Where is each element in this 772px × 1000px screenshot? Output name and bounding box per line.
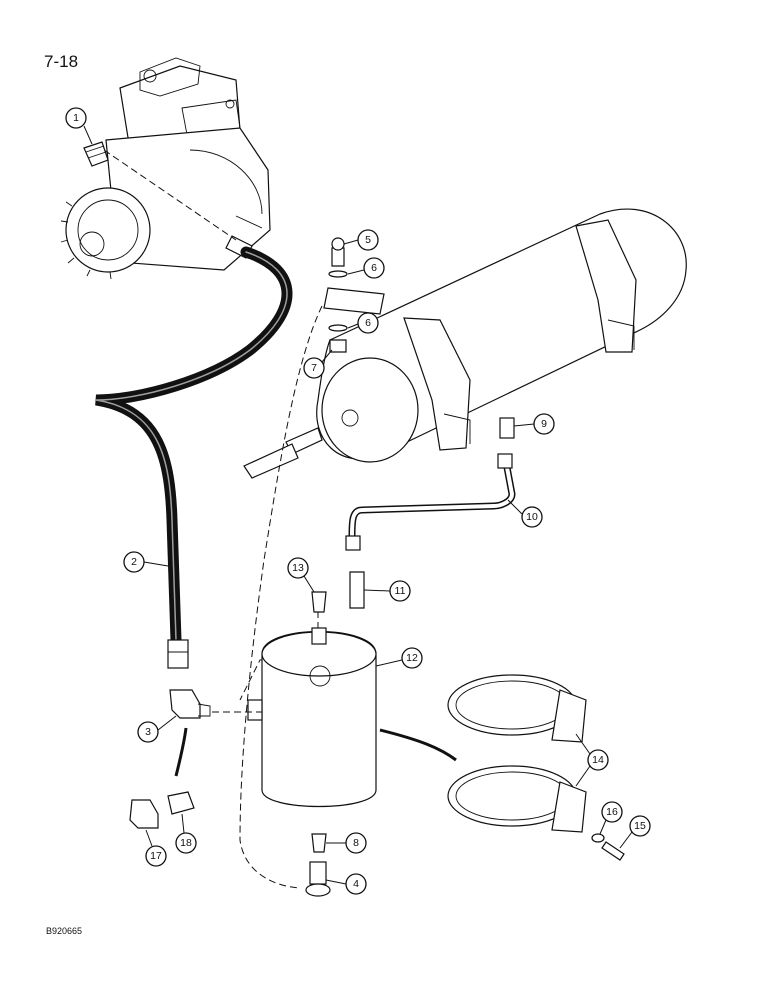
callout-1: 1 — [65, 107, 87, 129]
plug-13 — [311, 591, 327, 613]
callout-17: 17 — [145, 845, 167, 867]
callout-6-upper: 6 — [363, 257, 385, 279]
svg-text:8: 8 — [353, 837, 359, 849]
svg-text:6: 6 — [371, 262, 377, 274]
callout-16: 16 — [601, 801, 623, 823]
drain-valve-8 — [311, 833, 327, 853]
callout-3: 3 — [137, 721, 159, 743]
svg-text:11: 11 — [395, 585, 406, 597]
svg-text:5: 5 — [365, 234, 371, 246]
adapter-18 — [167, 791, 195, 815]
svg-text:14: 14 — [592, 754, 604, 766]
tube-10 — [345, 453, 516, 551]
callout-6-lower: 6 — [357, 312, 379, 334]
callout-7: 7 — [303, 357, 325, 379]
svg-text:13: 13 — [292, 562, 304, 574]
connector-11 — [349, 571, 365, 609]
svg-text:15: 15 — [634, 820, 646, 832]
callout-8: 8 — [345, 832, 367, 854]
svg-text:7: 7 — [311, 362, 317, 374]
svg-text:16: 16 — [606, 806, 618, 818]
small-air-tank — [247, 627, 377, 808]
svg-text:4: 4 — [353, 878, 359, 890]
mounting-bracket-stack — [323, 237, 385, 353]
page-number: 7-18 — [44, 52, 79, 71]
callout-11: 11 — [389, 580, 411, 602]
svg-text:3: 3 — [145, 726, 151, 738]
hose-end-fitting — [167, 639, 189, 669]
svg-text:6: 6 — [365, 317, 371, 329]
svg-text:2: 2 — [131, 556, 137, 568]
elbow-17 — [129, 799, 159, 829]
svg-text:1: 1 — [73, 112, 79, 124]
elbow-fitting-1 — [83, 141, 109, 167]
callout-14: 14 — [587, 749, 609, 771]
washer-16 — [591, 833, 605, 843]
air-reservoir-tank — [243, 208, 687, 479]
svg-text:10: 10 — [526, 511, 538, 523]
bolt-15 — [601, 841, 625, 861]
tank-clamps — [447, 674, 587, 833]
air-compressor — [60, 57, 271, 280]
air-hose — [95, 246, 293, 646]
callout-10: 10 — [521, 506, 543, 528]
callout-12: 12 — [401, 647, 423, 669]
svg-text:12: 12 — [406, 652, 418, 664]
callout-4: 4 — [345, 873, 367, 895]
elbow-3 — [169, 689, 211, 719]
drain-valve-4 — [305, 861, 331, 897]
callout-5: 5 — [357, 229, 379, 251]
svg-text:9: 9 — [541, 418, 547, 430]
figure-code: B920665 — [46, 926, 83, 936]
callout-9: 9 — [533, 413, 555, 435]
callout-2: 2 — [123, 551, 145, 573]
callout-15: 15 — [629, 815, 651, 837]
svg-text:18: 18 — [180, 837, 192, 849]
svg-text:17: 17 — [150, 850, 162, 862]
callout-18: 18 — [175, 832, 197, 854]
callout-13: 13 — [287, 557, 309, 579]
